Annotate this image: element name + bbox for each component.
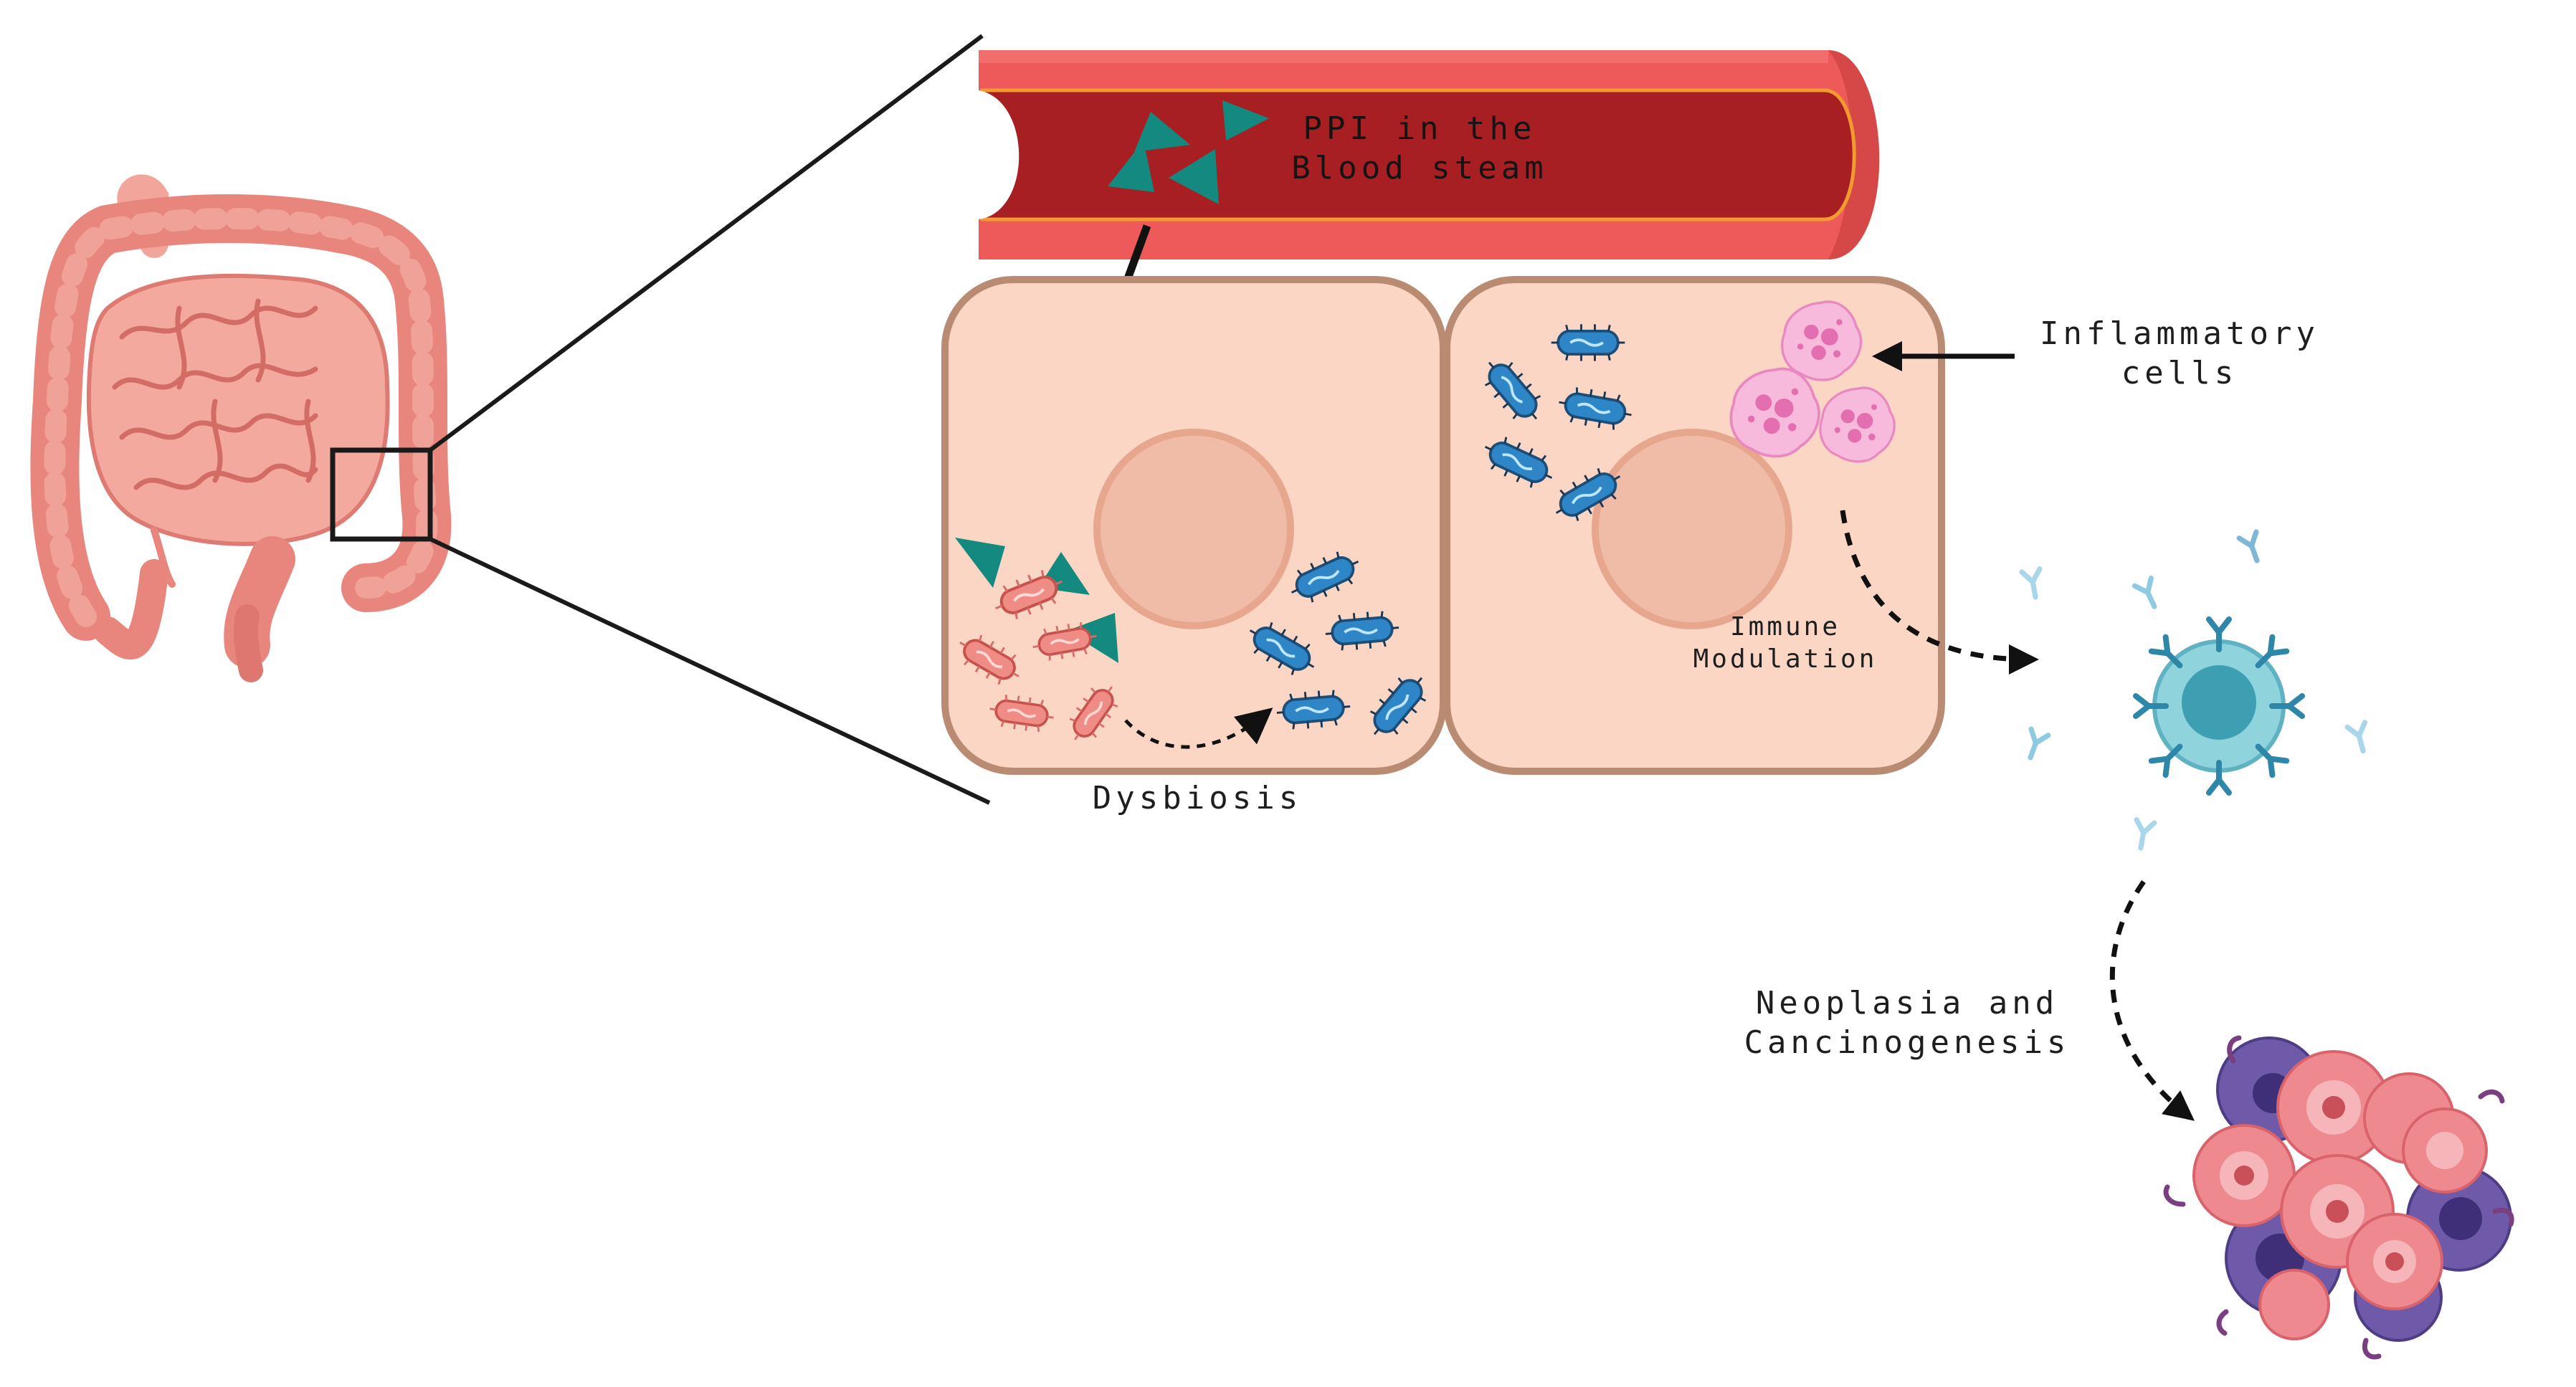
dysbiosis-label: Dysbiosis [1092, 780, 1303, 816]
nucleus-right [1592, 429, 1792, 629]
ppi-triangle-icon [1108, 100, 1269, 204]
zoom-line-top [429, 34, 984, 452]
zoom-line-bottom [429, 537, 991, 805]
epithelial-cell-left [941, 276, 1447, 775]
neoplasia-arrow [2109, 880, 2195, 1121]
zoom-box [330, 447, 433, 542]
nucleus-left [1093, 429, 1294, 629]
tumor-cells-icon [2163, 1035, 2514, 1360]
inflammatory-cells-label: Inflammatory cells [2040, 315, 2319, 391]
epithelial-cell-right [1443, 276, 1945, 775]
intestine-icon [30, 174, 452, 682]
immune-cell-icon [2136, 619, 2302, 793]
blood-label: PPI in the Blood steam [1291, 110, 1548, 186]
immune-modulation-label: Immune Modulation [1693, 612, 1878, 674]
neoplasia-label: Neoplasia and Cancinogenesis [1744, 985, 2071, 1061]
dysbiosis-arrow [1124, 707, 1273, 749]
